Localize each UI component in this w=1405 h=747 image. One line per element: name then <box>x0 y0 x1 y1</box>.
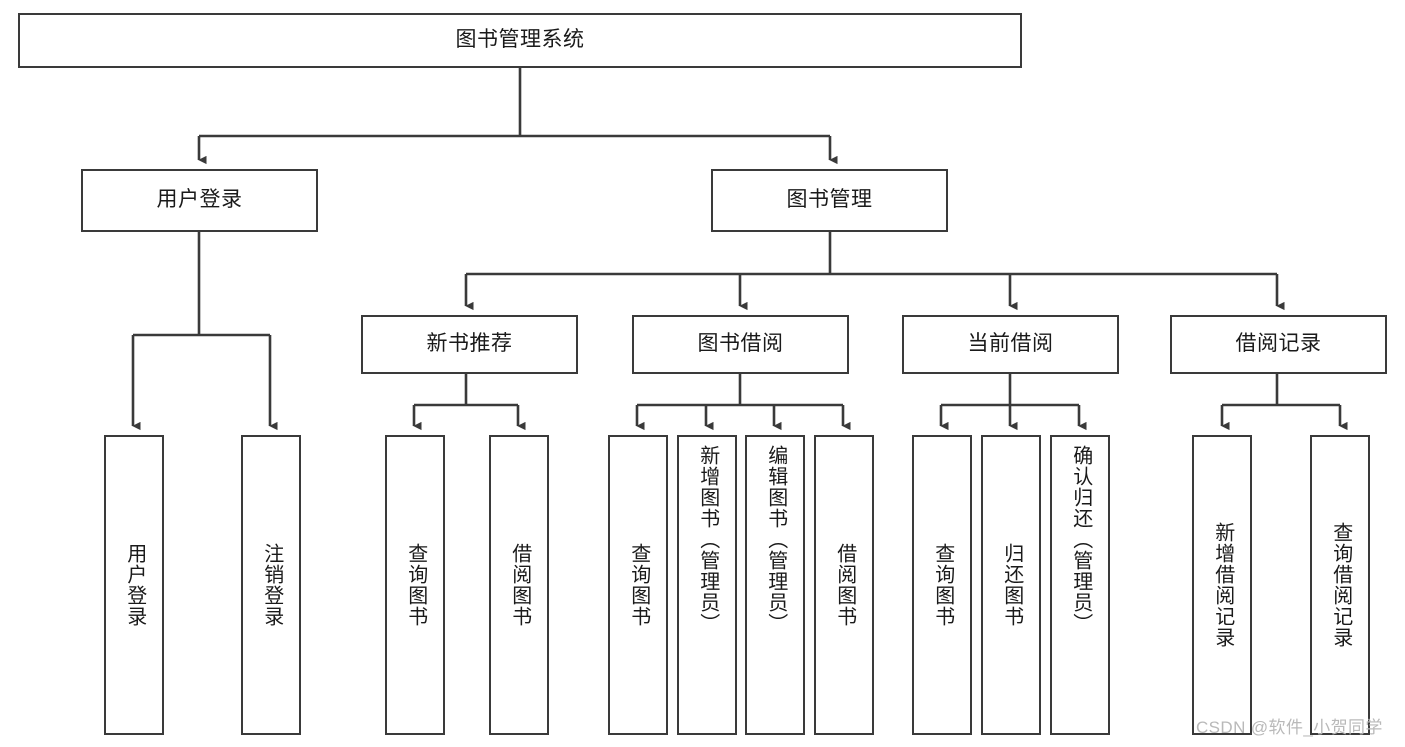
edge-new-book-branch <box>412 374 526 431</box>
node-label: 注销登录 <box>260 543 283 627</box>
node-label: 用户登录 <box>156 188 243 212</box>
node-leaf-edit-book-admin[interactable]: 编辑图书（管理员） <box>745 435 805 735</box>
node-book-borrow[interactable]: 图书借阅 <box>632 315 849 374</box>
node-root-book-management-system[interactable]: 图书管理系统 <box>18 13 1022 68</box>
node-leaf-user-login[interactable]: 用户登录 <box>104 435 164 735</box>
node-label: 查询图书 <box>404 543 427 627</box>
node-label: 用户登录 <box>123 543 146 627</box>
node-label: 归还图书 <box>1000 543 1023 627</box>
node-label: 新增图书（管理员） <box>696 445 719 634</box>
edge-borrow-record-branch <box>1220 374 1348 431</box>
node-leaf-borrow-book[interactable]: 借阅图书 <box>814 435 874 735</box>
node-label: 查询借阅记录 <box>1329 522 1352 648</box>
node-label: 新增借阅记录 <box>1211 522 1234 648</box>
node-label: 借阅图书 <box>833 543 856 627</box>
node-leaf-add-borrow-record[interactable]: 新增借阅记录 <box>1192 435 1252 735</box>
node-label: 确认归还（管理员） <box>1069 445 1092 634</box>
node-leaf-add-book-admin[interactable]: 新增图书（管理员） <box>677 435 737 735</box>
node-borrow-record[interactable]: 借阅记录 <box>1170 315 1387 374</box>
node-leaf-confirm-return-admin[interactable]: 确认归还（管理员） <box>1050 435 1110 735</box>
node-label: 图书借阅 <box>697 332 784 356</box>
node-label: 当前借阅 <box>967 332 1054 356</box>
node-label: 借阅图书 <box>508 543 531 627</box>
node-label: 图书管理 <box>786 188 873 212</box>
edge-book-manage-branch <box>464 232 1285 311</box>
node-label: 查询图书 <box>931 543 954 627</box>
node-leaf-query-borrow-record[interactable]: 查询借阅记录 <box>1310 435 1370 735</box>
node-user-login[interactable]: 用户登录 <box>81 169 318 232</box>
edge-current-borrow-branch <box>939 374 1087 431</box>
node-current-borrow[interactable]: 当前借阅 <box>902 315 1119 374</box>
node-leaf-return-book[interactable]: 归还图书 <box>981 435 1041 735</box>
node-label: 查询图书 <box>627 543 650 627</box>
node-book-management[interactable]: 图书管理 <box>711 169 948 232</box>
node-leaf-borrow-book-new[interactable]: 借阅图书 <box>489 435 549 735</box>
node-label: 新书推荐 <box>426 332 513 356</box>
node-leaf-query-book-new[interactable]: 查询图书 <box>385 435 445 735</box>
node-label: 编辑图书（管理员） <box>764 445 787 634</box>
node-label: 借阅记录 <box>1235 332 1322 356</box>
edge-user-login-branch <box>131 232 278 431</box>
watermark-text: CSDN @软件_小贺同学 <box>1196 718 1383 737</box>
node-leaf-logout[interactable]: 注销登录 <box>241 435 301 735</box>
edge-book-borrow-branch <box>635 374 851 431</box>
edge-root-stem <box>197 68 838 165</box>
node-leaf-query-book-current[interactable]: 查询图书 <box>912 435 972 735</box>
node-new-book-recommend[interactable]: 新书推荐 <box>361 315 578 374</box>
node-leaf-query-book-borrow[interactable]: 查询图书 <box>608 435 668 735</box>
node-label: 图书管理系统 <box>455 28 585 52</box>
